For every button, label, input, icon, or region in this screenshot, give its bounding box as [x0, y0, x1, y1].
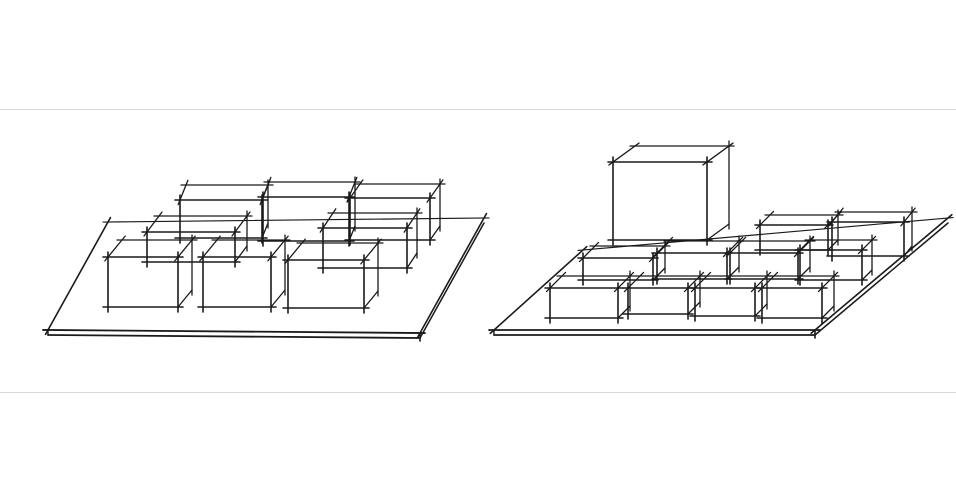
block-side-bottom-edge	[828, 240, 838, 250]
block-side-bottom-edge	[364, 291, 378, 308]
block-1	[175, 180, 273, 243]
block-side-bottom-edge	[235, 246, 247, 262]
block-top-right-edge	[649, 242, 668, 261]
block-side-bottom-edge	[407, 253, 417, 268]
block-side-bottom-edge	[178, 290, 192, 307]
block-8	[545, 271, 635, 323]
block-8	[283, 238, 383, 313]
block-side-bottom-edge	[755, 304, 767, 316]
block-side-bottom-edge	[688, 302, 700, 314]
block-side-bottom-edge	[430, 226, 440, 240]
block-top-left-edge	[178, 180, 188, 204]
block-1	[608, 141, 734, 245]
block-side-bottom-edge	[271, 290, 285, 307]
block-2	[258, 177, 360, 246]
block-side-bottom-edge	[862, 270, 872, 280]
platform-left-edge	[46, 218, 111, 335]
right-plinth-tower-sketch	[489, 141, 953, 338]
block-6	[103, 235, 197, 312]
block-top-right-edge	[818, 272, 837, 291]
block-top-left-edge	[829, 208, 843, 226]
platform-right-edge	[418, 214, 487, 338]
platform-front-thickness	[48, 335, 420, 338]
left-plinth-grid-sketch	[43, 177, 489, 341]
block-3	[345, 179, 445, 245]
block-side-bottom-edge	[727, 267, 739, 279]
block-top-left-edge	[756, 211, 773, 228]
platform-back-edge	[103, 218, 489, 222]
block-2	[755, 210, 843, 255]
block-top-right-edge	[858, 236, 875, 253]
block-top-right-edge	[901, 208, 915, 226]
platform-left-edge	[490, 247, 586, 334]
platform-front-edge	[43, 330, 425, 333]
block-top-left-edge	[261, 177, 271, 201]
block-7	[198, 235, 290, 312]
platform-slab	[43, 214, 489, 341]
block-top-left-edge	[796, 236, 813, 253]
block-4	[142, 211, 252, 267]
